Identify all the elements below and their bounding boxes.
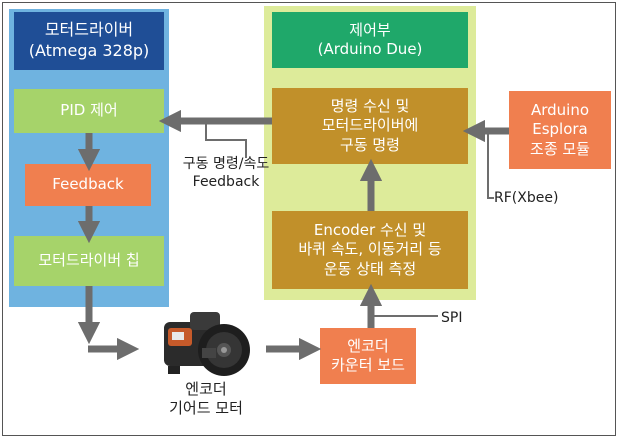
encoder-board-line2: 카운터 보드 [331,356,405,374]
drive-feedback-line2: Feedback [192,173,260,190]
encoder-measure-box: Encoder 수신 및 바퀴 속도, 이동거리 등 운동 상태 측정 [272,211,468,289]
esplora-line2: Esplora [532,120,588,139]
encoder-measure-line1: Encoder 수신 및 [313,220,427,239]
esplora-line1: Arduino [530,100,590,119]
pid-control-box: PID 제어 [14,89,164,133]
leader-drive-feedback [205,121,247,158]
spi-label: SPI [441,310,463,326]
geared-motor-line2: 기어드 모터 [169,398,243,417]
command-line3: 구동 명령 [340,135,400,154]
pid-control-label: PID 제어 [60,101,118,120]
drive-feedback-line1: 구동 명령/속도 [182,156,270,172]
motor-driver-title-line2: (Atmega 328p) [28,41,150,60]
encoder-measure-line2: 바퀴 속도, 이동거리 등 [298,240,442,259]
motor-driver-chip-box: 모터드라이버 칩 [14,236,164,286]
geared-motor-line1: 엔코더 [185,380,227,398]
control-title-line1: 제어부 [349,20,391,39]
geared-motor-label: 엔코더 기어드 모터 [146,380,266,418]
encoder-measure-line3: 운동 상태 측정 [323,259,417,278]
control-title: 제어부 (Arduino Due) [272,12,468,68]
command-line2: 모터드라이버에 [321,116,419,135]
diagram-frame [2,2,616,436]
leader-rf [487,131,494,199]
command-line1: 명령 수신 및 [330,96,410,115]
command-box: 명령 수신 및 모터드라이버에 구동 명령 [272,88,468,164]
esplora-box: Arduino Esplora 조종 모듈 [509,91,611,169]
encoder-geared-motor-image [164,312,250,376]
esplora-line3: 조종 모듈 [530,139,590,158]
control-title-line2: (Arduino Due) [317,40,423,58]
encoder-board-line1: 엔코더 [347,336,389,355]
rf-xbee-label: RF(Xbee) [494,190,559,206]
motor-driver-title-line1: 모터드라이버 [44,20,134,40]
feedback-label: Feedback [52,175,124,194]
encoder-counter-board-box: 엔코더 카운터 보드 [320,328,416,384]
motor-driver-chip-label: 모터드라이버 칩 [38,251,140,270]
drive-feedback-label: 구동 명령/속도 Feedback [162,156,290,191]
motor-driver-title: 모터드라이버 (Atmega 328p) [14,12,164,70]
